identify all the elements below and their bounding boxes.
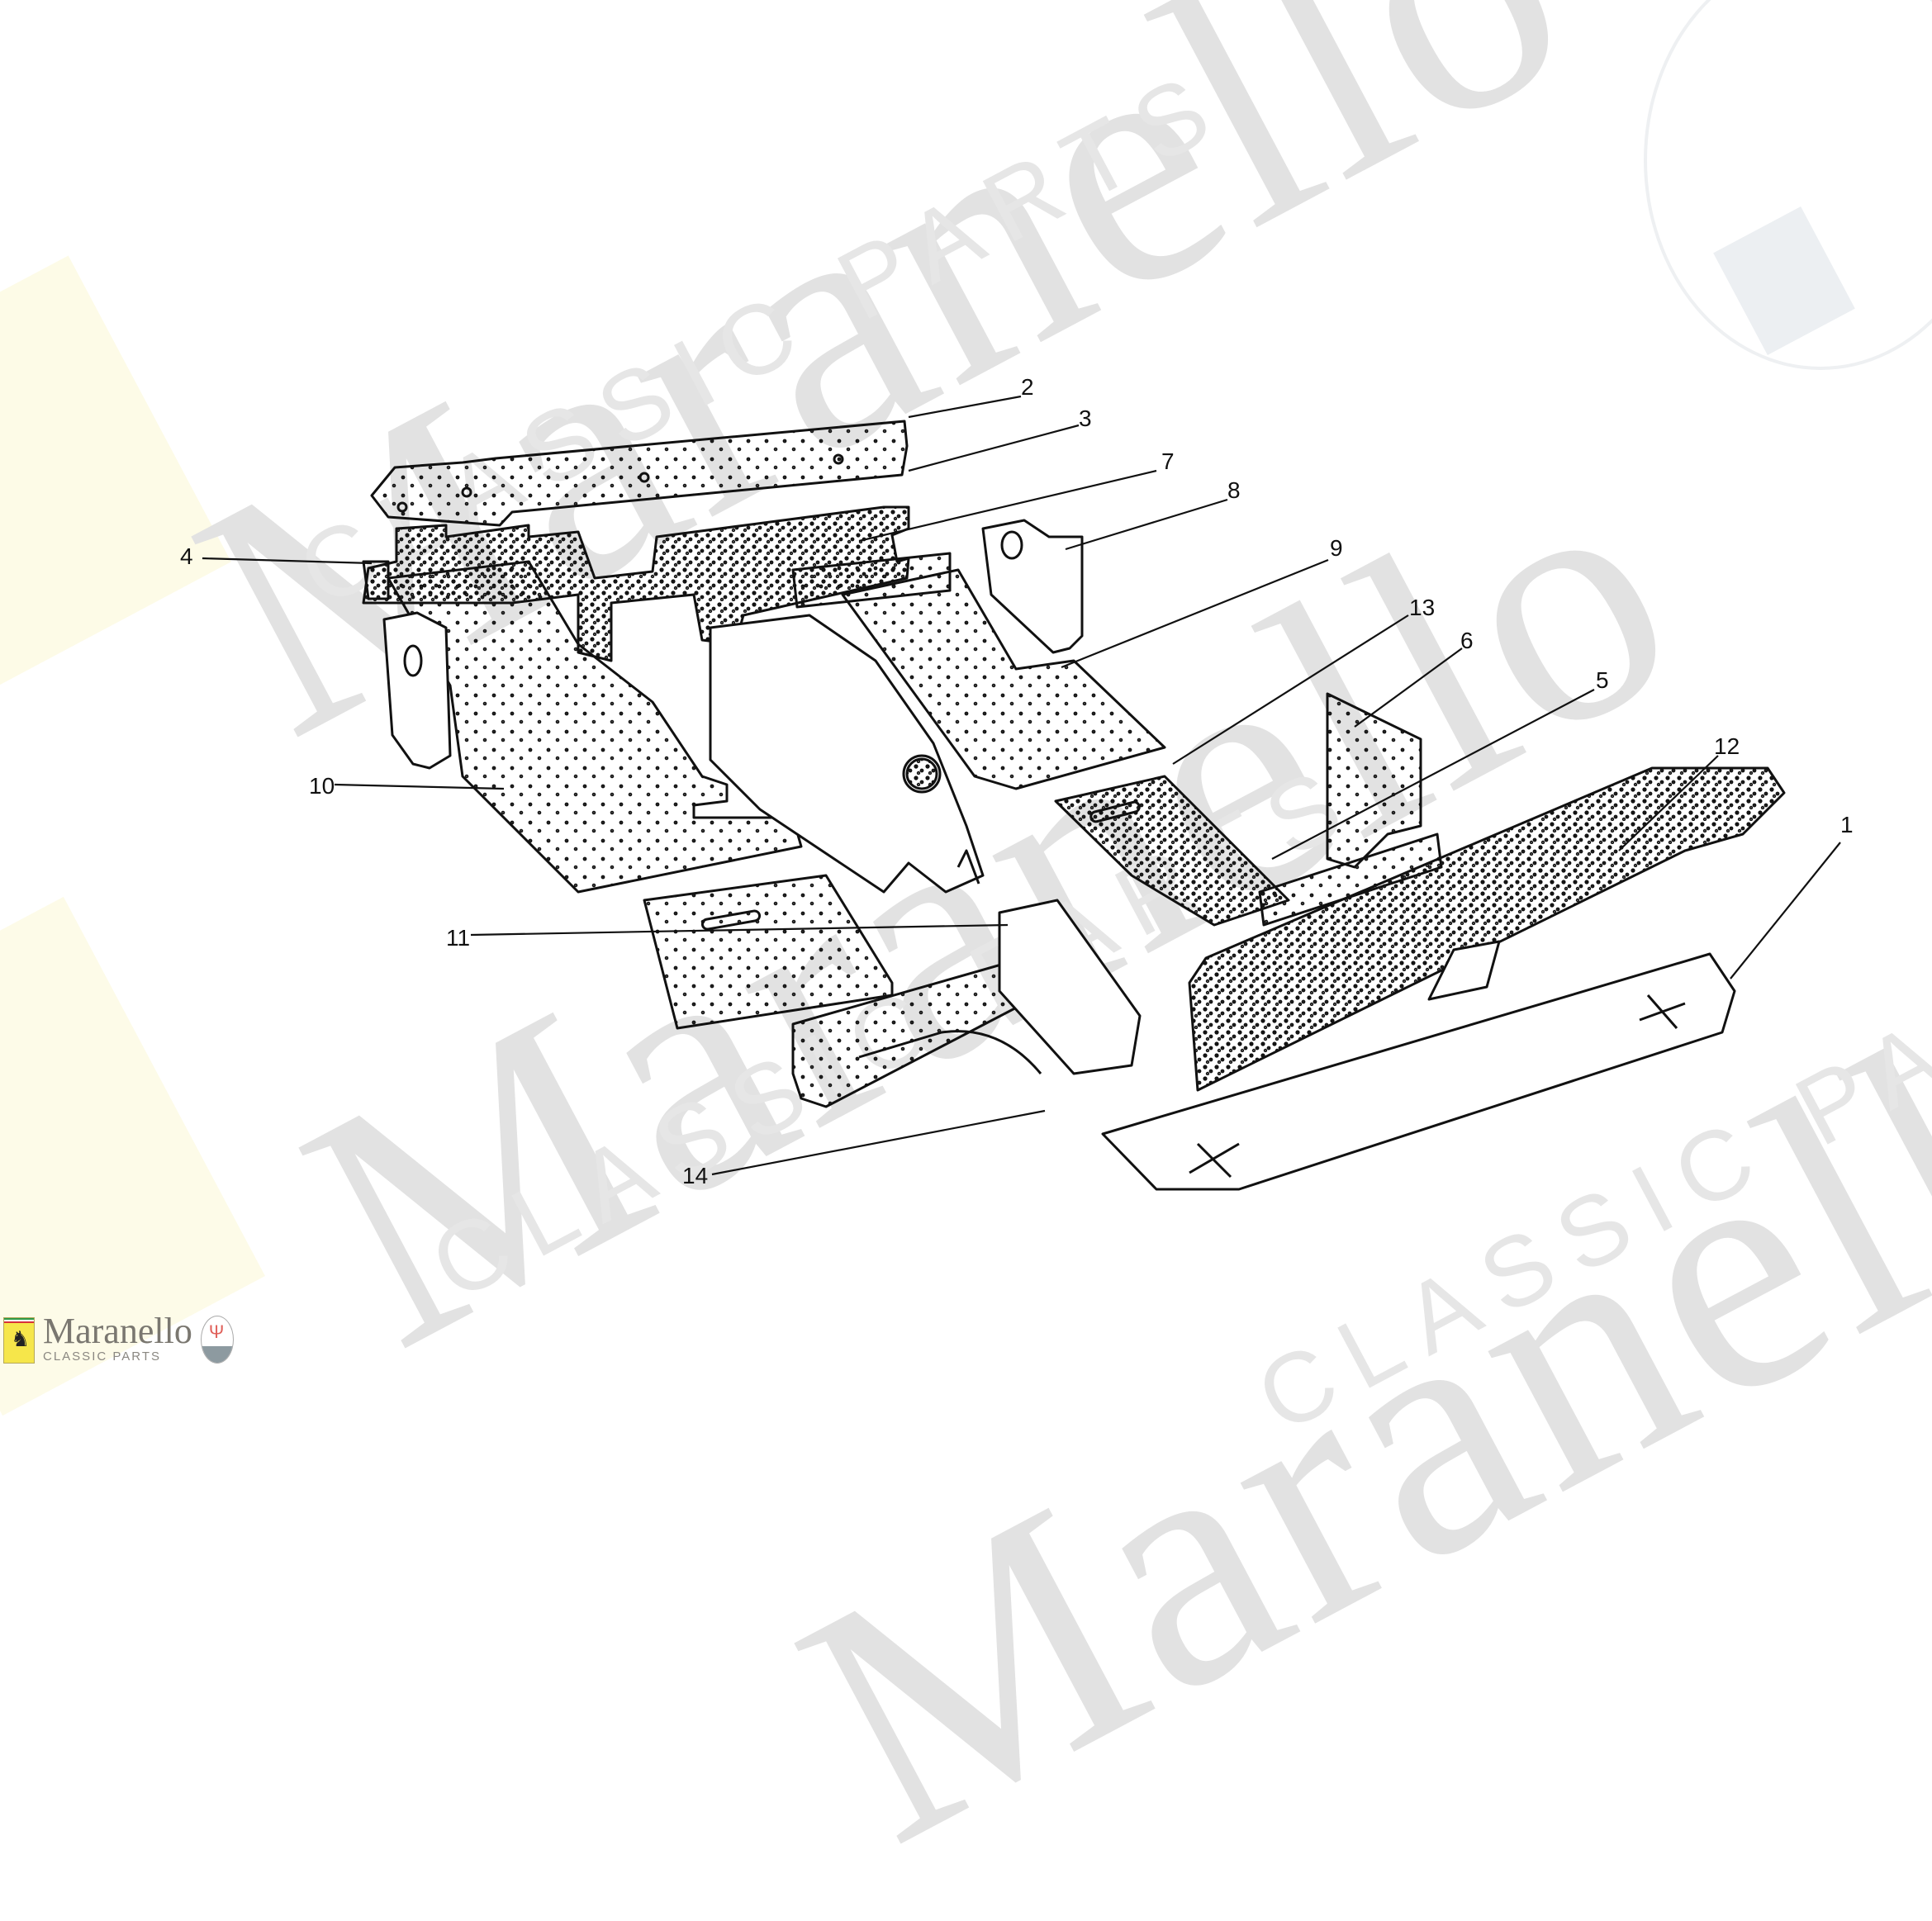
part-2-upper-rail	[370, 420, 909, 527]
callout-9: 9	[1330, 535, 1343, 561]
part-6-vertical-wall	[1326, 692, 1422, 869]
brand-subtitle: CLASSIC PARTS	[43, 1349, 161, 1364]
brand-text: Maranello CLASSIC PARTS	[43, 1313, 192, 1364]
callout-13: 13	[1409, 595, 1436, 620]
part-1-lower-mat	[1101, 952, 1736, 1191]
part-11-rear-tunnel	[998, 899, 1142, 1075]
callout-2: 2	[1021, 374, 1034, 400]
callout-10: 10	[309, 773, 335, 799]
part-8-right-flap	[981, 519, 1084, 654]
part-11-central-tunnel	[709, 614, 985, 894]
part-4-side-tab	[362, 560, 390, 600]
part-13-rear-right-panel	[1054, 775, 1290, 927]
callout-6: 6	[1460, 628, 1474, 653]
callout-4: 4	[180, 543, 193, 569]
callout-5: 5	[1596, 667, 1609, 693]
callout-11: 11	[446, 925, 471, 951]
part-14-front-left-panel	[643, 874, 1042, 1108]
callout-12: 12	[1714, 733, 1740, 759]
prancing-horse-icon: ♞	[11, 1326, 31, 1351]
part-12-sill-cover	[1188, 766, 1786, 1092]
italian-flag-stripe	[4, 1318, 34, 1323]
callout-14: 14	[682, 1163, 709, 1188]
ferrari-shield-icon: ♞	[3, 1317, 35, 1364]
maranello-logo: ♞ Maranello CLASSIC PARTS Ψ	[3, 1313, 234, 1364]
maserati-band	[201, 1346, 233, 1363]
callout-8: 8	[1227, 477, 1241, 503]
leader-lines	[202, 395, 1841, 1176]
part-10-left-floor-panel	[382, 560, 803, 894]
maserati-trident-icon: Ψ	[200, 1316, 234, 1364]
callout-3: 3	[1079, 406, 1092, 431]
parts-drawing	[202, 395, 1841, 1191]
brand-name: Maranello	[43, 1311, 192, 1351]
part-3-bulkhead-panel	[362, 505, 910, 662]
callout-1: 1	[1840, 812, 1854, 837]
trident-glyph: Ψ	[208, 1321, 225, 1342]
part-9-right-floor-panel	[841, 568, 1166, 790]
callout-7: 7	[1161, 448, 1175, 474]
